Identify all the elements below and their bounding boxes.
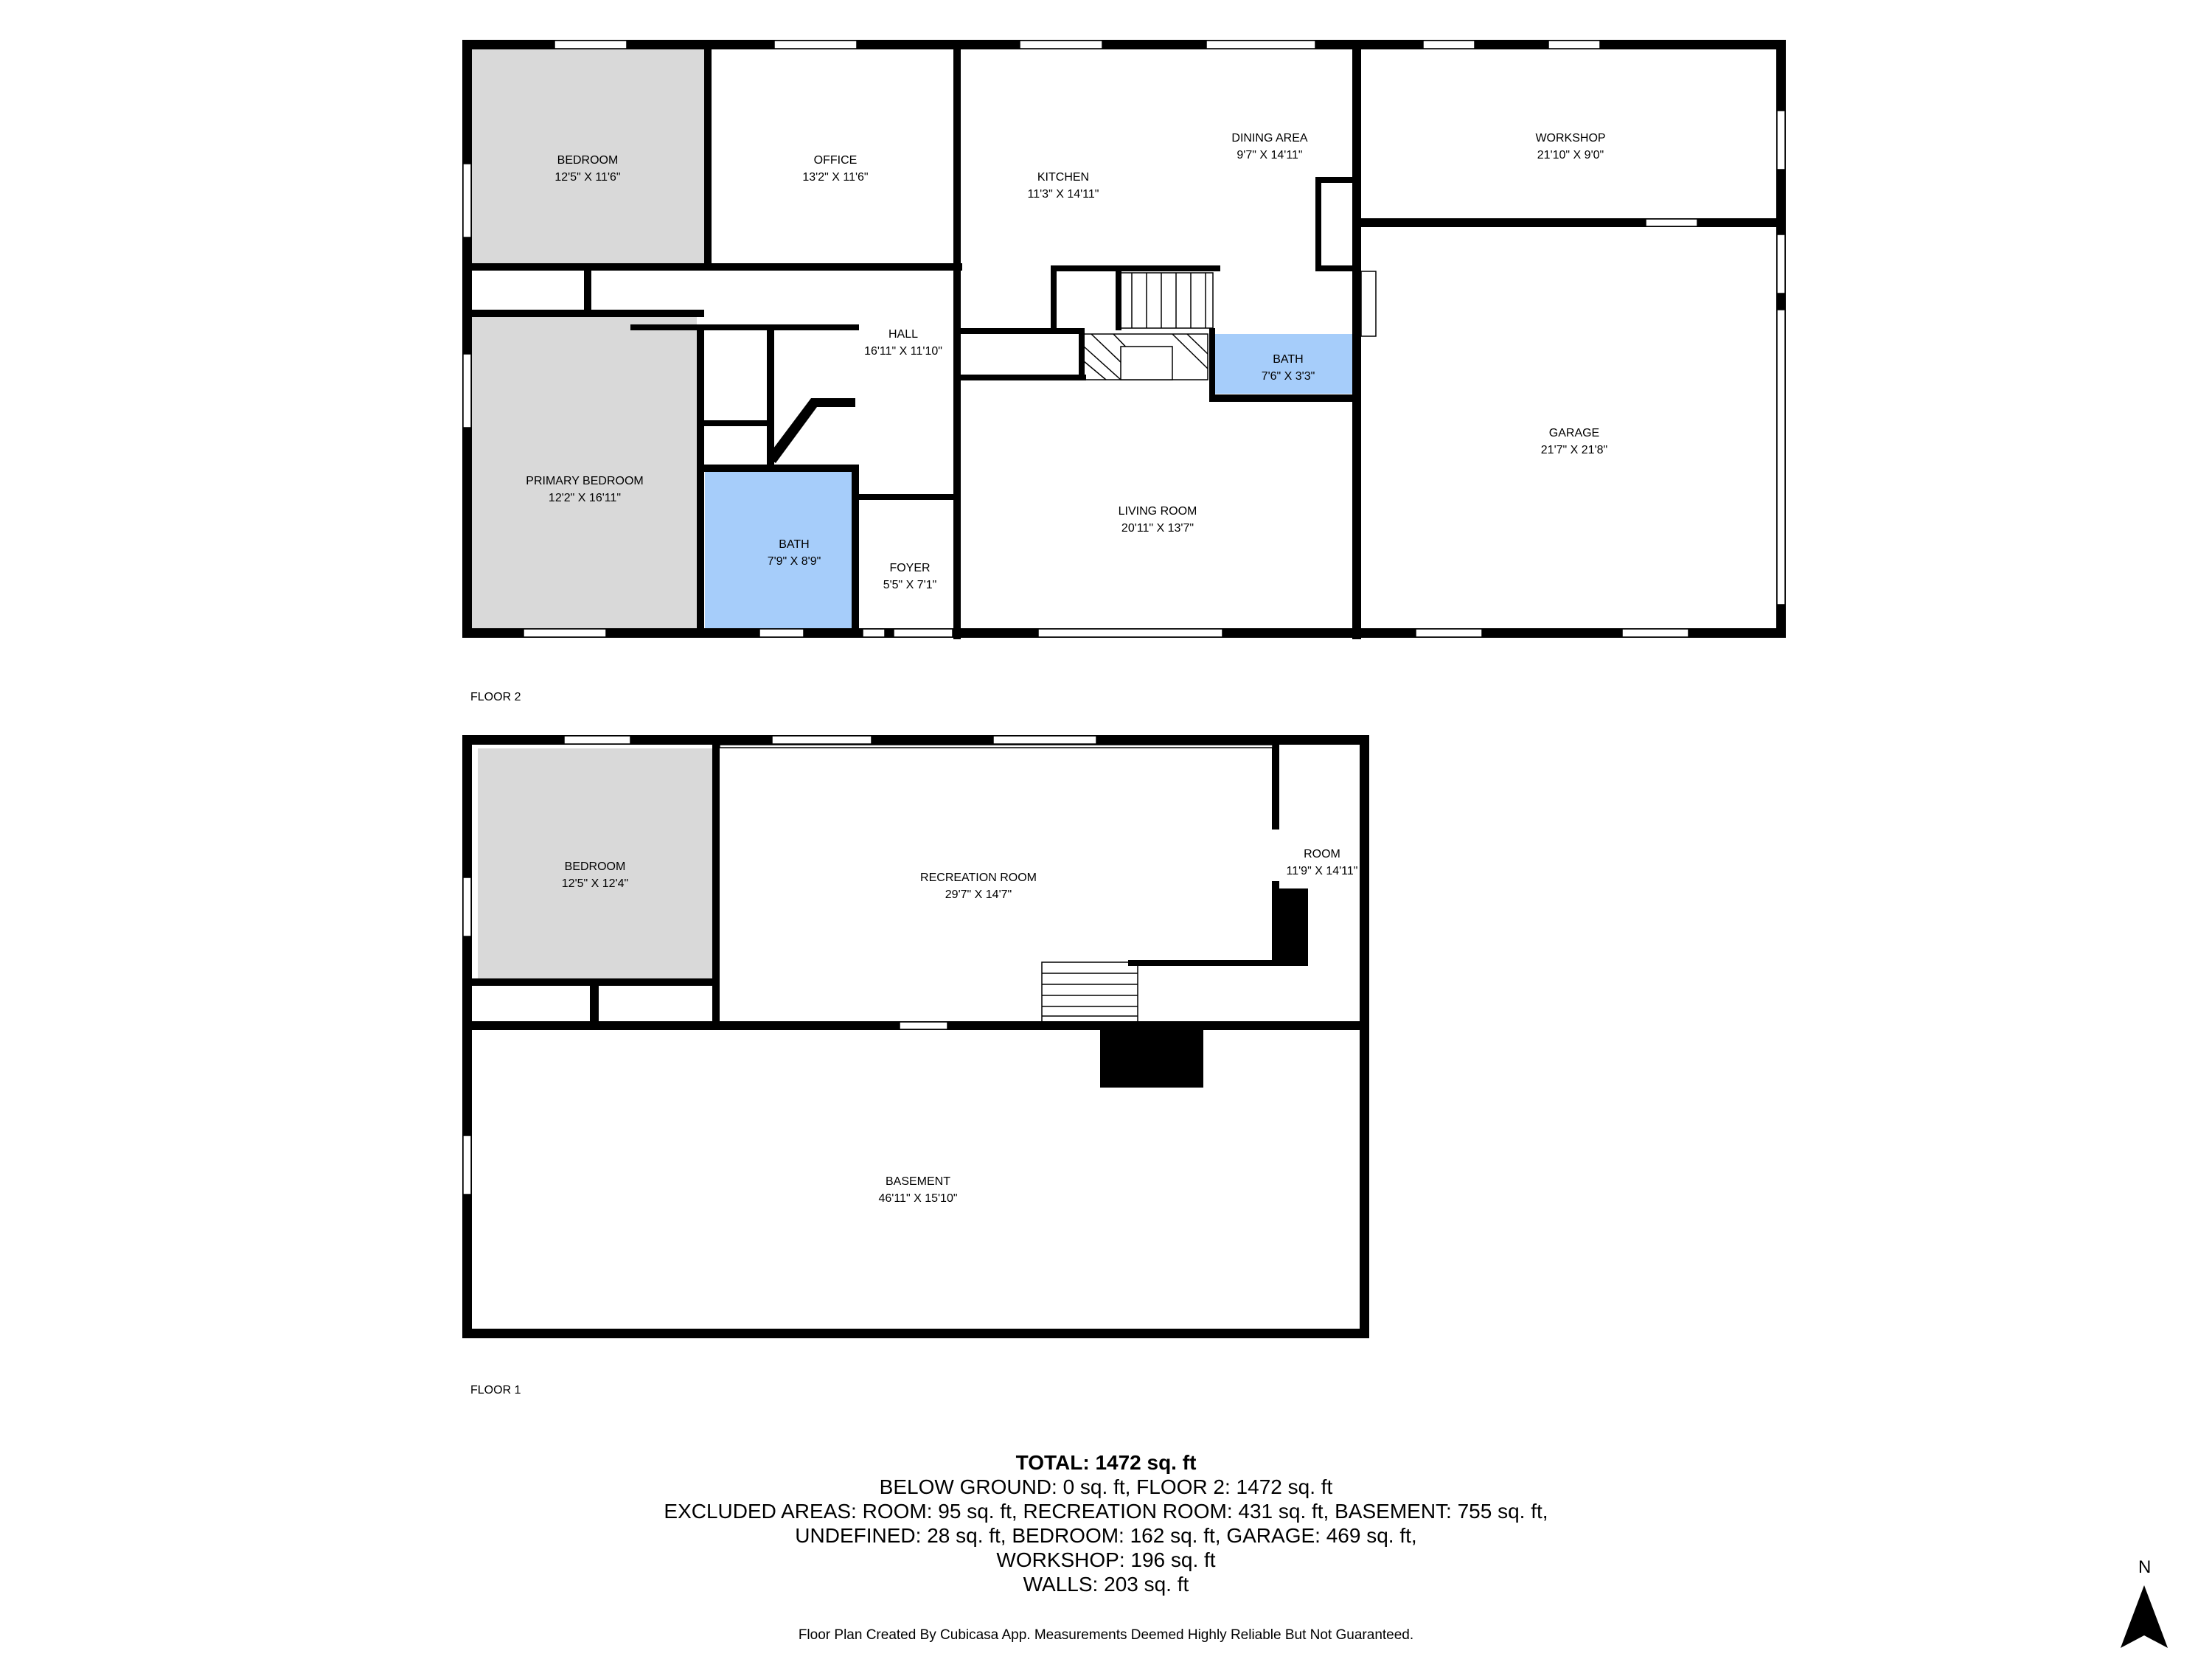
area-summary: TOTAL: 1472 sq. ft BELOW GROUND: 0 sq. f… bbox=[0, 1450, 2212, 1596]
room-dims: 12'2" X 16'11" bbox=[549, 492, 621, 504]
bath-small-fill bbox=[1212, 334, 1352, 394]
room-dims: 5'5" X 7'1" bbox=[883, 579, 937, 591]
room-dims: 21'10" X 9'0" bbox=[1537, 149, 1604, 161]
room-name: KITCHEN bbox=[1037, 171, 1089, 184]
floor-2-labels: BEDROOM 12'5" X 11'6" OFFICE 13'2" X 11'… bbox=[526, 132, 1607, 591]
room-name: PRIMARY BEDROOM bbox=[526, 475, 643, 487]
room-dims: 12'5" X 11'6" bbox=[554, 171, 620, 184]
room-name: WORKSHOP bbox=[1535, 132, 1605, 145]
room-name: BEDROOM bbox=[557, 154, 619, 167]
room-dims: 20'11" X 13'7" bbox=[1121, 522, 1194, 535]
floor-1-labels: BEDROOM 12'5" X 12'4" RECREATION ROOM 29… bbox=[562, 848, 1358, 1205]
floor-1-stairs bbox=[1041, 961, 1138, 1026]
room-name: ROOM bbox=[1304, 848, 1340, 860]
room-dims: 29'7" X 14'7" bbox=[945, 888, 1012, 901]
room-dims: 11'3" X 14'11" bbox=[1028, 188, 1099, 201]
room-dims: 13'2" X 11'6" bbox=[802, 171, 868, 184]
primary-bedroom-fill bbox=[472, 315, 697, 628]
room-name: GARAGE bbox=[1549, 427, 1599, 439]
floor-1-windows bbox=[462, 735, 1273, 1195]
summary-line: WALLS: 203 sq. ft bbox=[1023, 1573, 1189, 1596]
floor-2-stairs bbox=[1083, 272, 1214, 380]
bedroom-fill bbox=[478, 748, 712, 978]
floor-1-label: FLOOR 1 bbox=[470, 1384, 521, 1397]
summary-line: BELOW GROUND: 0 sq. ft, FLOOR 2: 1472 sq… bbox=[879, 1475, 1333, 1498]
room-name: OFFICE bbox=[814, 154, 858, 167]
bedroom-fill bbox=[472, 49, 704, 265]
room-name: RECREATION ROOM bbox=[920, 872, 1037, 884]
room-name: BATH bbox=[779, 538, 809, 551]
room-dims: 46'11" X 15'10" bbox=[878, 1192, 957, 1205]
room-name: BASEMENT bbox=[886, 1175, 950, 1188]
compass-label: N bbox=[2138, 1557, 2152, 1577]
room-name: BATH bbox=[1273, 353, 1303, 366]
room-dims: 16'11" X 11'10" bbox=[864, 345, 942, 358]
summary-line: WORKSHOP: 196 sq. ft bbox=[996, 1548, 1216, 1571]
room-name: DINING AREA bbox=[1231, 132, 1307, 145]
room-dims: 11'9" X 14'11" bbox=[1287, 865, 1358, 877]
room-dims: 7'9" X 8'9" bbox=[768, 555, 821, 568]
summary-line: UNDEFINED: 28 sq. ft, BEDROOM: 162 sq. f… bbox=[795, 1524, 1417, 1547]
north-arrow-icon bbox=[2121, 1585, 2168, 1648]
bath-fill bbox=[705, 469, 852, 628]
floor-2-windows bbox=[462, 40, 1786, 638]
room-dims: 9'7" X 14'11" bbox=[1237, 149, 1302, 161]
room-name: FOYER bbox=[889, 562, 930, 574]
room-dims: 12'5" X 12'4" bbox=[562, 877, 628, 890]
total-area: TOTAL: 1472 sq. ft bbox=[1015, 1451, 1197, 1474]
room-dims: 21'7" X 21'8" bbox=[1541, 444, 1607, 456]
floor-1-plan: BEDROOM 12'5" X 12'4" RECREATION ROOM 29… bbox=[462, 735, 1369, 1338]
room-name: HALL bbox=[888, 328, 918, 341]
room-name: BEDROOM bbox=[565, 860, 626, 873]
floor-2-plan: BEDROOM 12'5" X 11'6" OFFICE 13'2" X 11'… bbox=[462, 40, 1786, 639]
summary-line: EXCLUDED AREAS: ROOM: 95 sq. ft, RECREAT… bbox=[664, 1500, 1548, 1523]
floor-2-label: FLOOR 2 bbox=[470, 691, 521, 703]
room-dims: 7'6" X 3'3" bbox=[1262, 370, 1315, 383]
disclaimer-footer: Floor Plan Created By Cubicasa App. Meas… bbox=[798, 1627, 1414, 1643]
room-name: LIVING ROOM bbox=[1119, 505, 1197, 518]
